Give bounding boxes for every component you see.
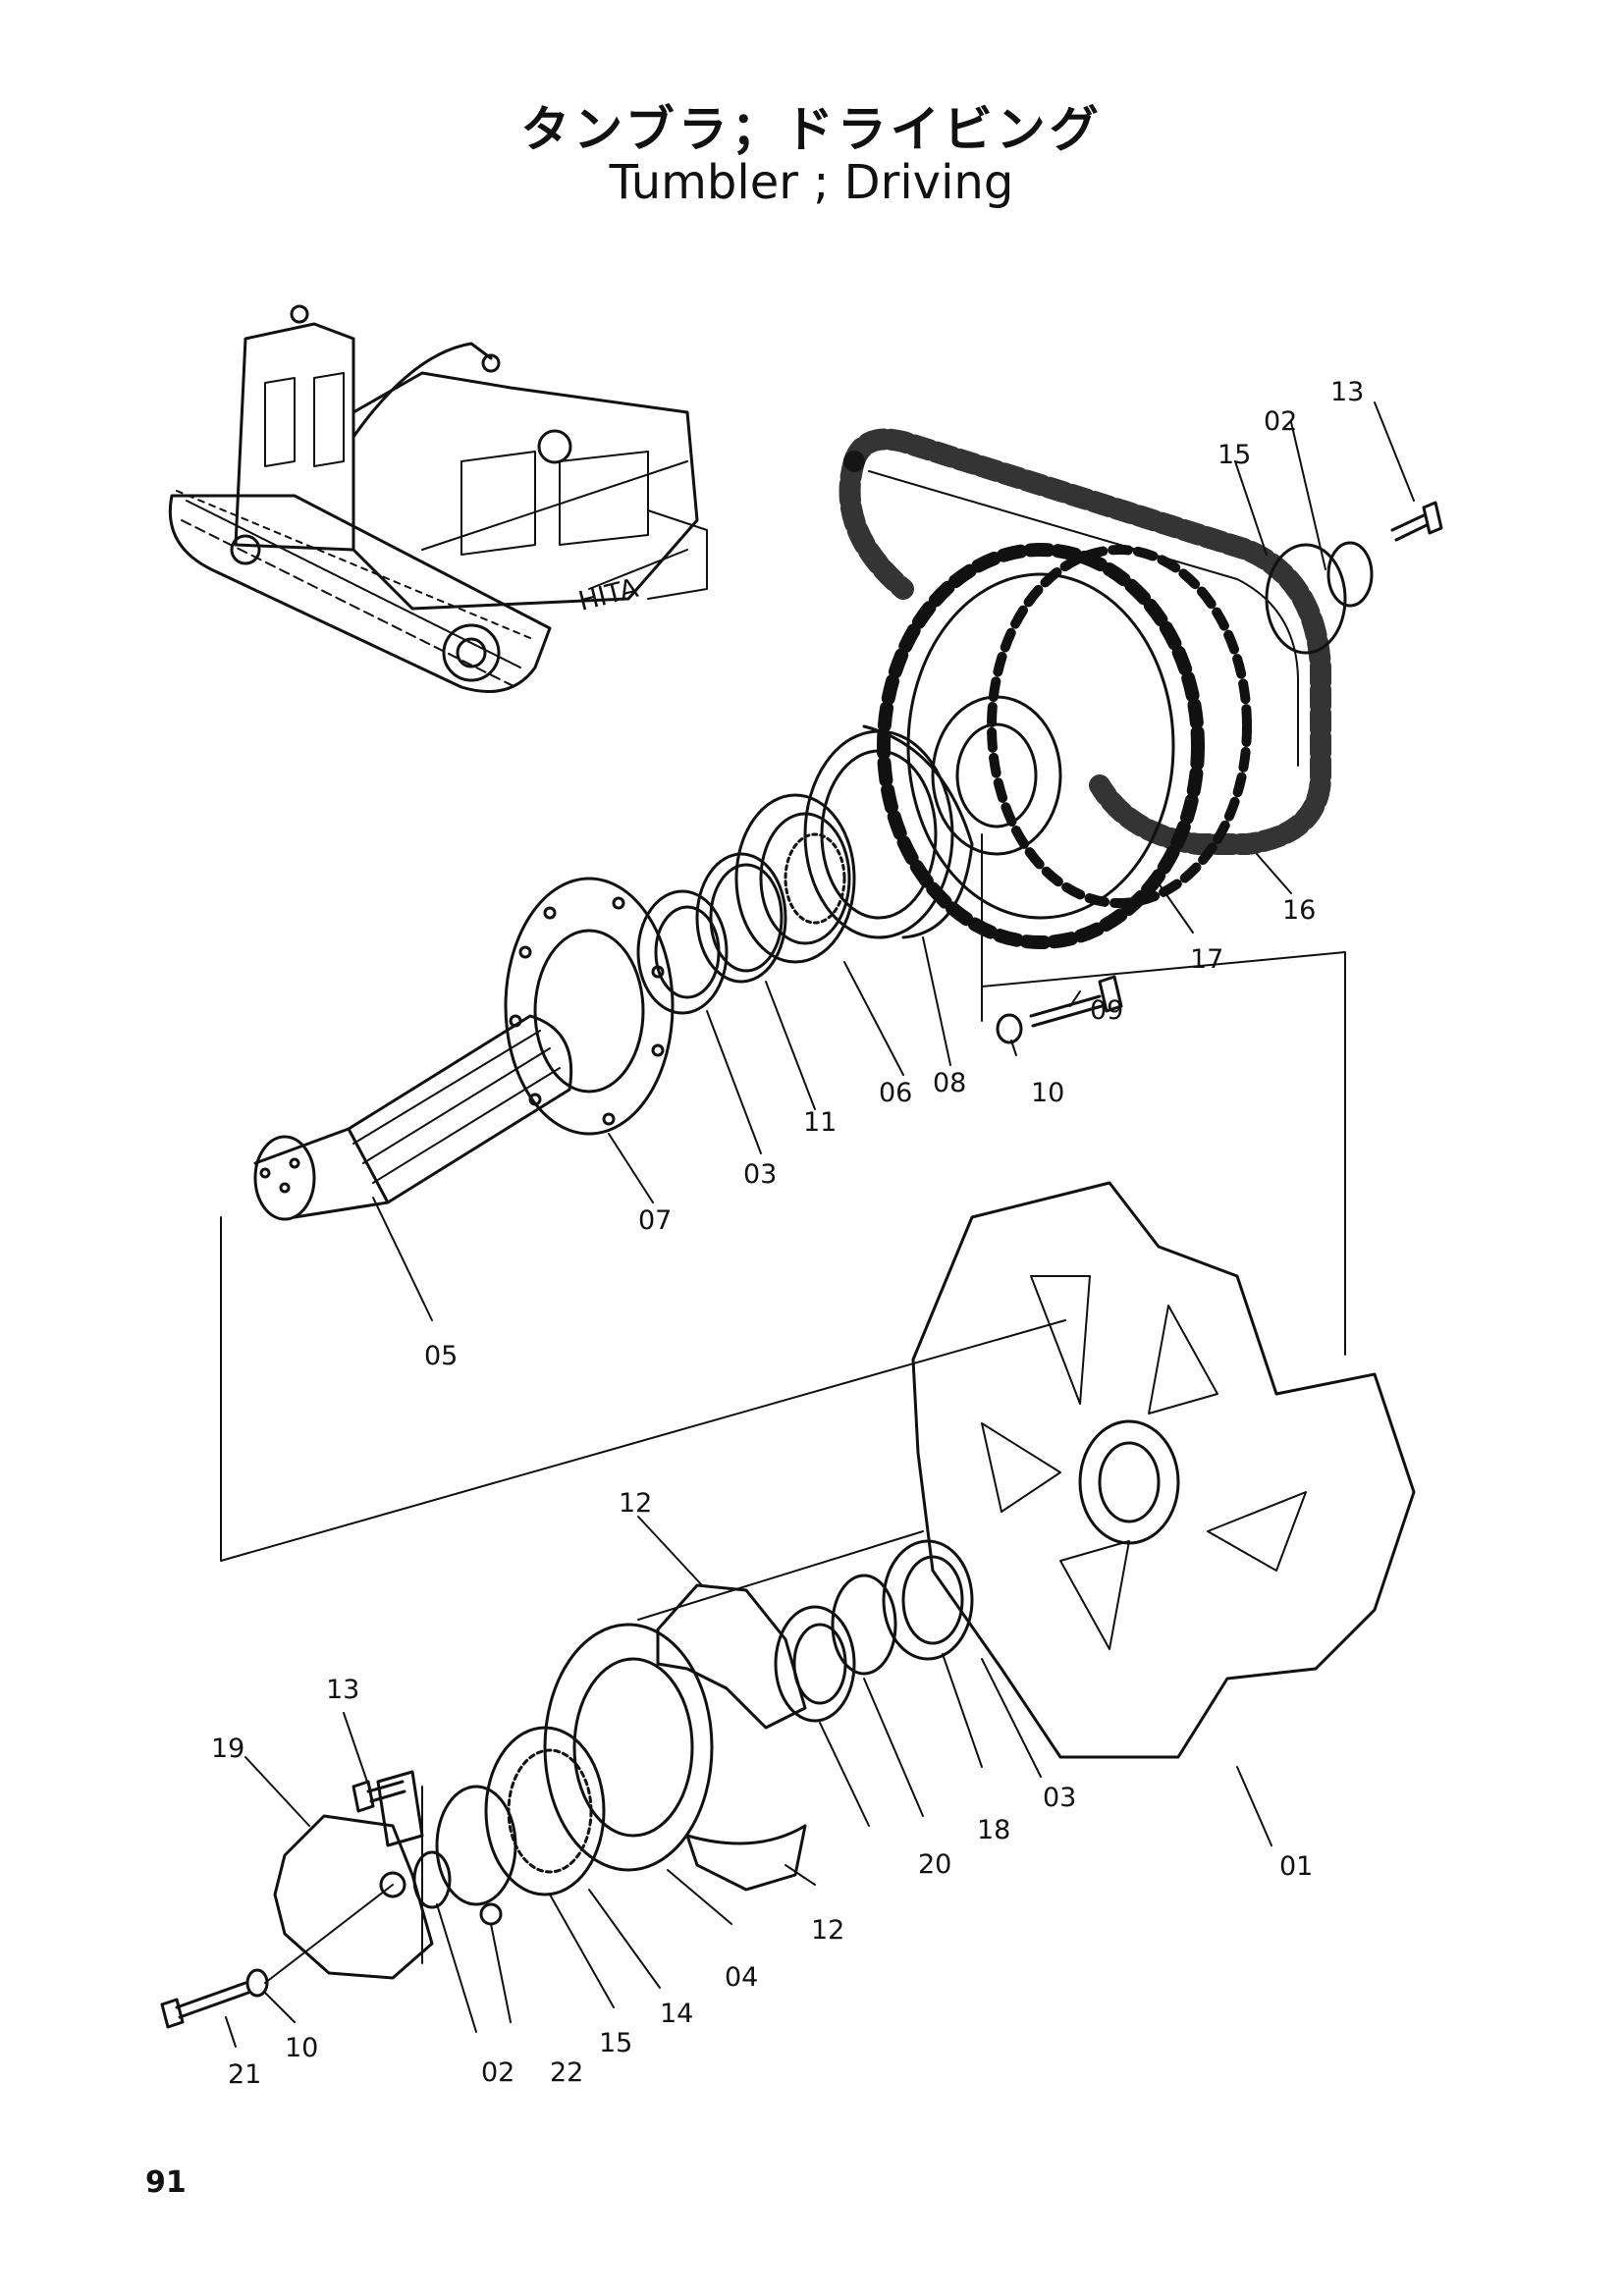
page-title-english: Tumbler ; Driving — [609, 155, 1014, 210]
plate-15-lower — [435, 1785, 517, 1906]
splined-shaft-05 — [253, 1014, 573, 1221]
label-20: 20 — [918, 1849, 951, 1880]
label-10-upper: 10 — [1031, 1078, 1064, 1108]
label-15-lower: 15 — [599, 2028, 632, 2058]
ring-11 — [695, 852, 787, 984]
label-03-upper: 03 — [743, 1159, 777, 1190]
washer-10-upper — [996, 1013, 1023, 1044]
label-11: 11 — [803, 1107, 837, 1138]
label-17: 17 — [1190, 944, 1223, 975]
o-ring-18 — [831, 1574, 897, 1676]
label-16: 16 — [1282, 895, 1316, 926]
label-13-lower: 13 — [326, 1675, 359, 1705]
label-04: 04 — [725, 1962, 758, 1993]
seal-03-lower — [882, 1539, 974, 1661]
label-03-lower: 03 — [1043, 1783, 1076, 1813]
part-labels: 13 02 15 16 17 09 10 08 06 11 03 07 05 1… — [211, 377, 1364, 2090]
label-21: 21 — [228, 2059, 261, 2090]
label-12-upper: 12 — [619, 1488, 652, 1519]
label-13-upper: 13 — [1330, 377, 1364, 407]
assembly-lines — [220, 833, 1346, 1984]
label-02-upper: 02 — [1264, 406, 1297, 437]
bolt-13-upper — [1390, 501, 1443, 542]
seal-03-upper — [636, 889, 729, 1015]
roller-chain — [839, 428, 1331, 855]
page-title-japanese: タンブラ；ドライビング — [520, 101, 1103, 158]
half-collar-12-upper — [656, 1583, 807, 1730]
lock-plate-19 — [273, 1814, 434, 1980]
tumbler-wheel-01 — [911, 1181, 1416, 1759]
label-22: 22 — [550, 2057, 583, 2088]
grease-fitting-22 — [479, 1902, 503, 1926]
label-12-lower: 12 — [811, 1915, 844, 1946]
label-02-lower: 02 — [481, 2057, 514, 2088]
brand-text: HITA — [575, 573, 641, 617]
bearing-06 — [734, 793, 856, 964]
bolt-09 — [1029, 975, 1123, 1028]
plate-02-upper — [1326, 541, 1374, 608]
label-19: 19 — [211, 1734, 244, 1764]
label-06: 06 — [879, 1078, 912, 1108]
label-18: 18 — [977, 1815, 1010, 1845]
excavator-illustration — [168, 304, 708, 693]
half-collar-12-lower — [685, 1824, 807, 1892]
label-15-upper: 15 — [1217, 440, 1251, 470]
ring-20 — [774, 1605, 856, 1723]
flange-04 — [543, 1623, 714, 1872]
label-01: 01 — [1279, 1851, 1313, 1882]
label-10-lower: 10 — [285, 2033, 318, 2063]
leader-lines — [225, 401, 1415, 2048]
label-05: 05 — [424, 1341, 458, 1371]
plate-15-upper — [1265, 543, 1347, 655]
bolt-13-lower — [352, 1780, 406, 1813]
label-08: 08 — [933, 1068, 966, 1098]
flange-07 — [504, 877, 675, 1136]
washer-10-lower — [245, 1968, 269, 1998]
label-14: 14 — [660, 1999, 693, 2029]
label-09: 09 — [1090, 995, 1123, 1026]
label-07: 07 — [638, 1205, 672, 1236]
bolt-21 — [160, 1981, 250, 2029]
page-number: 91 — [145, 2165, 187, 2200]
sprocket-gear — [877, 543, 1252, 949]
